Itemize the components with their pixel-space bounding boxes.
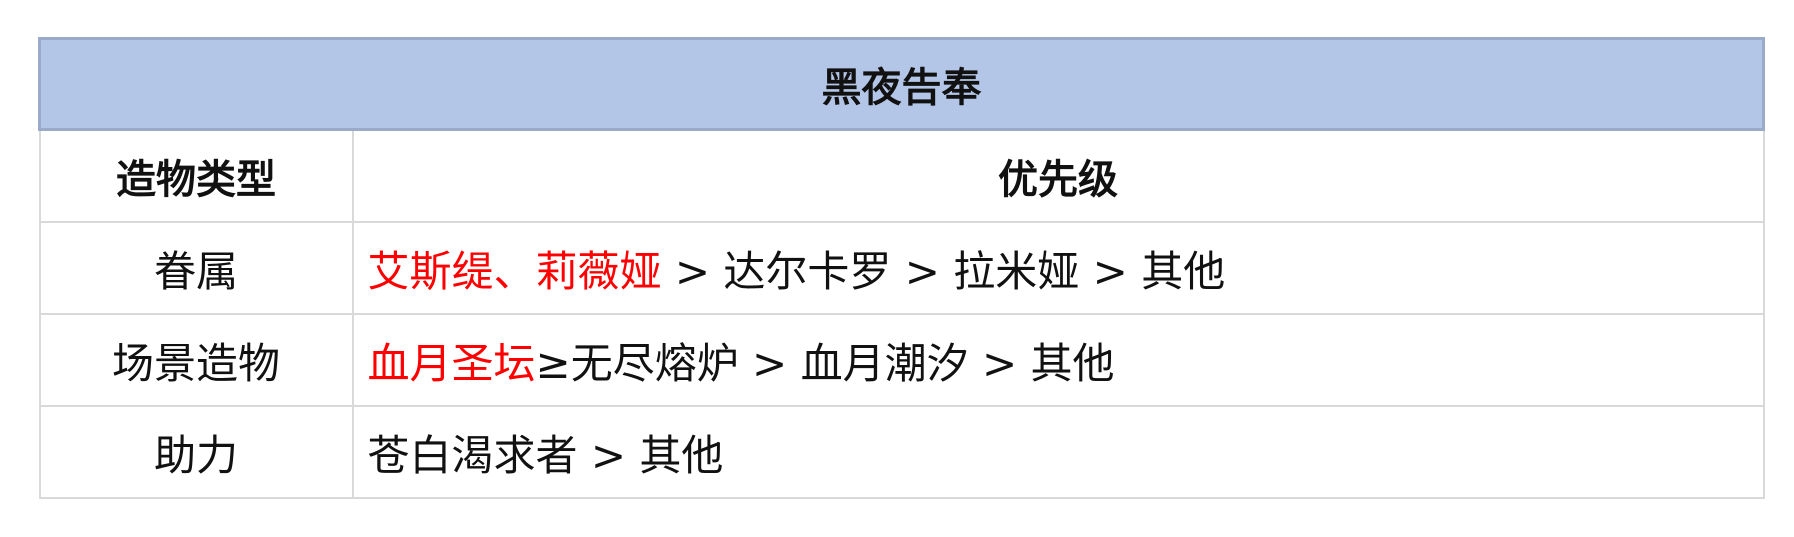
table-row: 助力 苍白渴求者 > 其他 [38,405,1765,499]
header-priority: 优先级 [351,128,1765,223]
row-type: 场景造物 [38,313,354,407]
priority-highlight: 血月圣坛 [367,338,536,388]
row-type: 眷属 [38,221,354,315]
title-row: 黑夜告奉 [38,37,1765,131]
table-row: 场景造物 血月圣坛≥无尽熔炉 > 血月潮汐 > 其他 [38,313,1765,407]
table-title: 黑夜告奉 [38,37,1765,131]
row-priority: 艾斯缇、莉薇娅 > 达尔卡罗 > 拉米娅 > 其他 [351,221,1765,315]
header-row: 造物类型 优先级 [38,128,1765,223]
priority-rest: 苍白渴求者 > 其他 [367,430,724,480]
priority-table: 黑夜告奉 造物类型 优先级 眷属 艾斯缇、莉薇娅 > 达尔卡罗 > 拉米娅 > … [38,37,1765,499]
priority-rest: ≥无尽熔炉 > 血月潮汐 > 其他 [535,338,1115,388]
row-priority: 血月圣坛≥无尽熔炉 > 血月潮汐 > 其他 [351,313,1765,407]
priority-highlight: 艾斯缇、莉薇娅 [367,246,662,296]
priority-rest: > 达尔卡罗 > 拉米娅 > 其他 [661,246,1226,296]
header-type: 造物类型 [38,128,354,223]
row-type: 助力 [38,405,354,499]
table-row: 眷属 艾斯缇、莉薇娅 > 达尔卡罗 > 拉米娅 > 其他 [38,221,1765,315]
row-priority: 苍白渴求者 > 其他 [351,405,1765,499]
